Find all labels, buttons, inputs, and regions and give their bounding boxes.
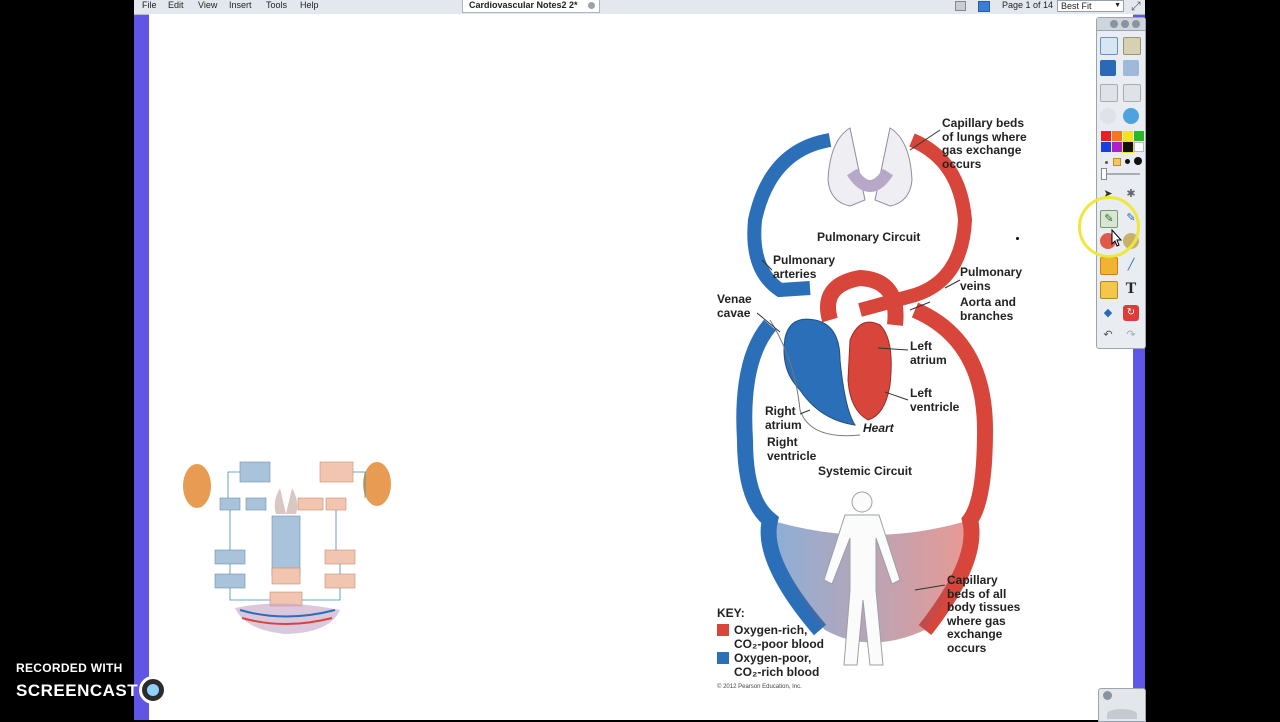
menu-tools[interactable]: Tools bbox=[266, 0, 288, 10]
pen-size-large[interactable] bbox=[1125, 159, 1130, 164]
left-border bbox=[134, 14, 149, 720]
human-figure bbox=[823, 491, 901, 666]
eraser-icon[interactable]: ◆ bbox=[1103, 307, 1113, 319]
collapsed-tools-panel[interactable] bbox=[1098, 688, 1146, 722]
whiteboard-tools-panel: ➤ ✱ ✎ ✎ ╱ T ◆ ↻ ↶ ↷ bbox=[1096, 17, 1146, 349]
menu-edit[interactable]: Edit bbox=[168, 0, 184, 10]
screen-capture-icon[interactable] bbox=[978, 1, 990, 12]
key-swatch-oxygen-rich bbox=[717, 624, 729, 636]
zoom-select[interactable]: Best Fit ▼ bbox=[1057, 0, 1124, 12]
chevron-down-icon: ▼ bbox=[1114, 2, 1121, 9]
menu-help[interactable]: Help bbox=[300, 0, 319, 10]
mini-panel-close-icon[interactable] bbox=[1103, 691, 1112, 700]
panel-restore-icon[interactable] bbox=[1121, 20, 1129, 28]
key-swatch-oxygen-poor bbox=[717, 652, 729, 664]
play-icon[interactable] bbox=[1100, 108, 1116, 124]
menu-view[interactable]: View bbox=[198, 0, 218, 10]
internet-icon[interactable] bbox=[1123, 108, 1139, 124]
zoom-value: Best Fit bbox=[1061, 1, 1092, 11]
fullscreen-icon[interactable]: ⤢ bbox=[1131, 0, 1141, 13]
screen-shade-icon[interactable] bbox=[1100, 60, 1116, 76]
pen-size-xlarge[interactable] bbox=[1134, 157, 1142, 165]
pen-size-medium[interactable] bbox=[1113, 158, 1121, 166]
page-indicator: Page 1 of 14 bbox=[1002, 0, 1054, 10]
settings-icon[interactable]: ✱ bbox=[1126, 188, 1136, 200]
shapes-icon[interactable] bbox=[1100, 257, 1118, 275]
watermark-screencast: SCREENCAST bbox=[16, 681, 139, 700]
redo-icon[interactable]: ↷ bbox=[1126, 329, 1136, 341]
transparency-slider-thumb[interactable] bbox=[1101, 168, 1107, 180]
tab-close-icon[interactable] bbox=[588, 2, 595, 9]
flowchart-capillary-bed bbox=[235, 603, 340, 634]
menu-file[interactable]: File bbox=[142, 0, 157, 10]
color-orange[interactable] bbox=[1112, 131, 1122, 141]
label-systemic-circuit: Systemic Circuit bbox=[818, 464, 913, 478]
cursor-highlight-ring bbox=[1078, 196, 1140, 258]
document-tab[interactable]: Cardiovascular Notes2 2* bbox=[462, 0, 600, 13]
tools-panel-header[interactable] bbox=[1097, 18, 1145, 31]
key-oxygen-poor: Oxygen-poor,CO₂-rich blood bbox=[734, 651, 820, 679]
heart-right-side bbox=[783, 318, 857, 426]
previous-page-icon[interactable] bbox=[1100, 84, 1118, 102]
color-purple[interactable] bbox=[1112, 142, 1122, 152]
ink-dot bbox=[1016, 237, 1019, 240]
label-heart: Heart bbox=[863, 421, 894, 435]
color-yellow[interactable] bbox=[1123, 131, 1133, 141]
transparency-slider-track[interactable] bbox=[1102, 173, 1140, 175]
undo-icon[interactable]: ↶ bbox=[1103, 329, 1113, 341]
key-oxygen-rich: Oxygen-rich,CO₂-poor blood bbox=[734, 623, 824, 651]
color-blue[interactable] bbox=[1101, 142, 1111, 152]
color-red[interactable] bbox=[1101, 131, 1111, 141]
mini-panel-grip-icon[interactable] bbox=[1107, 709, 1137, 719]
menu-insert[interactable]: Insert bbox=[229, 0, 252, 10]
label-pulmonary-circuit: Pulmonary Circuit bbox=[817, 230, 921, 244]
select-arrow-icon[interactable]: ➤ bbox=[1103, 188, 1113, 200]
gallery-icon[interactable] bbox=[1123, 37, 1141, 55]
next-page-icon[interactable] bbox=[1123, 84, 1141, 102]
heart-left-side bbox=[847, 321, 892, 421]
page-sorter-icon[interactable] bbox=[1100, 37, 1118, 55]
screencast-logo-icon bbox=[139, 676, 167, 704]
copyright-text: © 2012 Pearson Education, Inc. bbox=[717, 684, 802, 690]
menu-bar: File Edit View Insert Tools Help Cardiov… bbox=[134, 0, 1145, 15]
watermark-recorded-with: RECORDED WITH bbox=[16, 661, 123, 675]
key-title: KEY: bbox=[717, 606, 745, 620]
watermark-matic: MATIC bbox=[176, 681, 232, 700]
color-black[interactable] bbox=[1122, 141, 1134, 153]
line-icon[interactable]: ╱ bbox=[1127, 259, 1135, 271]
magnifier-icon[interactable] bbox=[1123, 60, 1139, 76]
pen-size-small[interactable] bbox=[1105, 161, 1108, 164]
clear-page-icon[interactable]: ↻ bbox=[1123, 305, 1139, 321]
lungs-shape bbox=[827, 127, 866, 207]
color-white[interactable] bbox=[1134, 142, 1144, 152]
fill-icon[interactable] bbox=[1100, 281, 1118, 299]
circulatory-diagram bbox=[717, 127, 994, 666]
panel-close-icon[interactable] bbox=[1132, 20, 1140, 28]
color-green[interactable] bbox=[1134, 131, 1144, 141]
document-tab-title: Cardiovascular Notes2 2* bbox=[469, 0, 578, 10]
panel-minimize-icon[interactable] bbox=[1110, 20, 1118, 28]
flowchart-thumbnail[interactable] bbox=[180, 458, 395, 638]
page-view-icon[interactable] bbox=[955, 1, 966, 11]
mouse-pointer-icon bbox=[1111, 229, 1123, 247]
text-tool-icon[interactable]: T bbox=[1125, 280, 1137, 297]
